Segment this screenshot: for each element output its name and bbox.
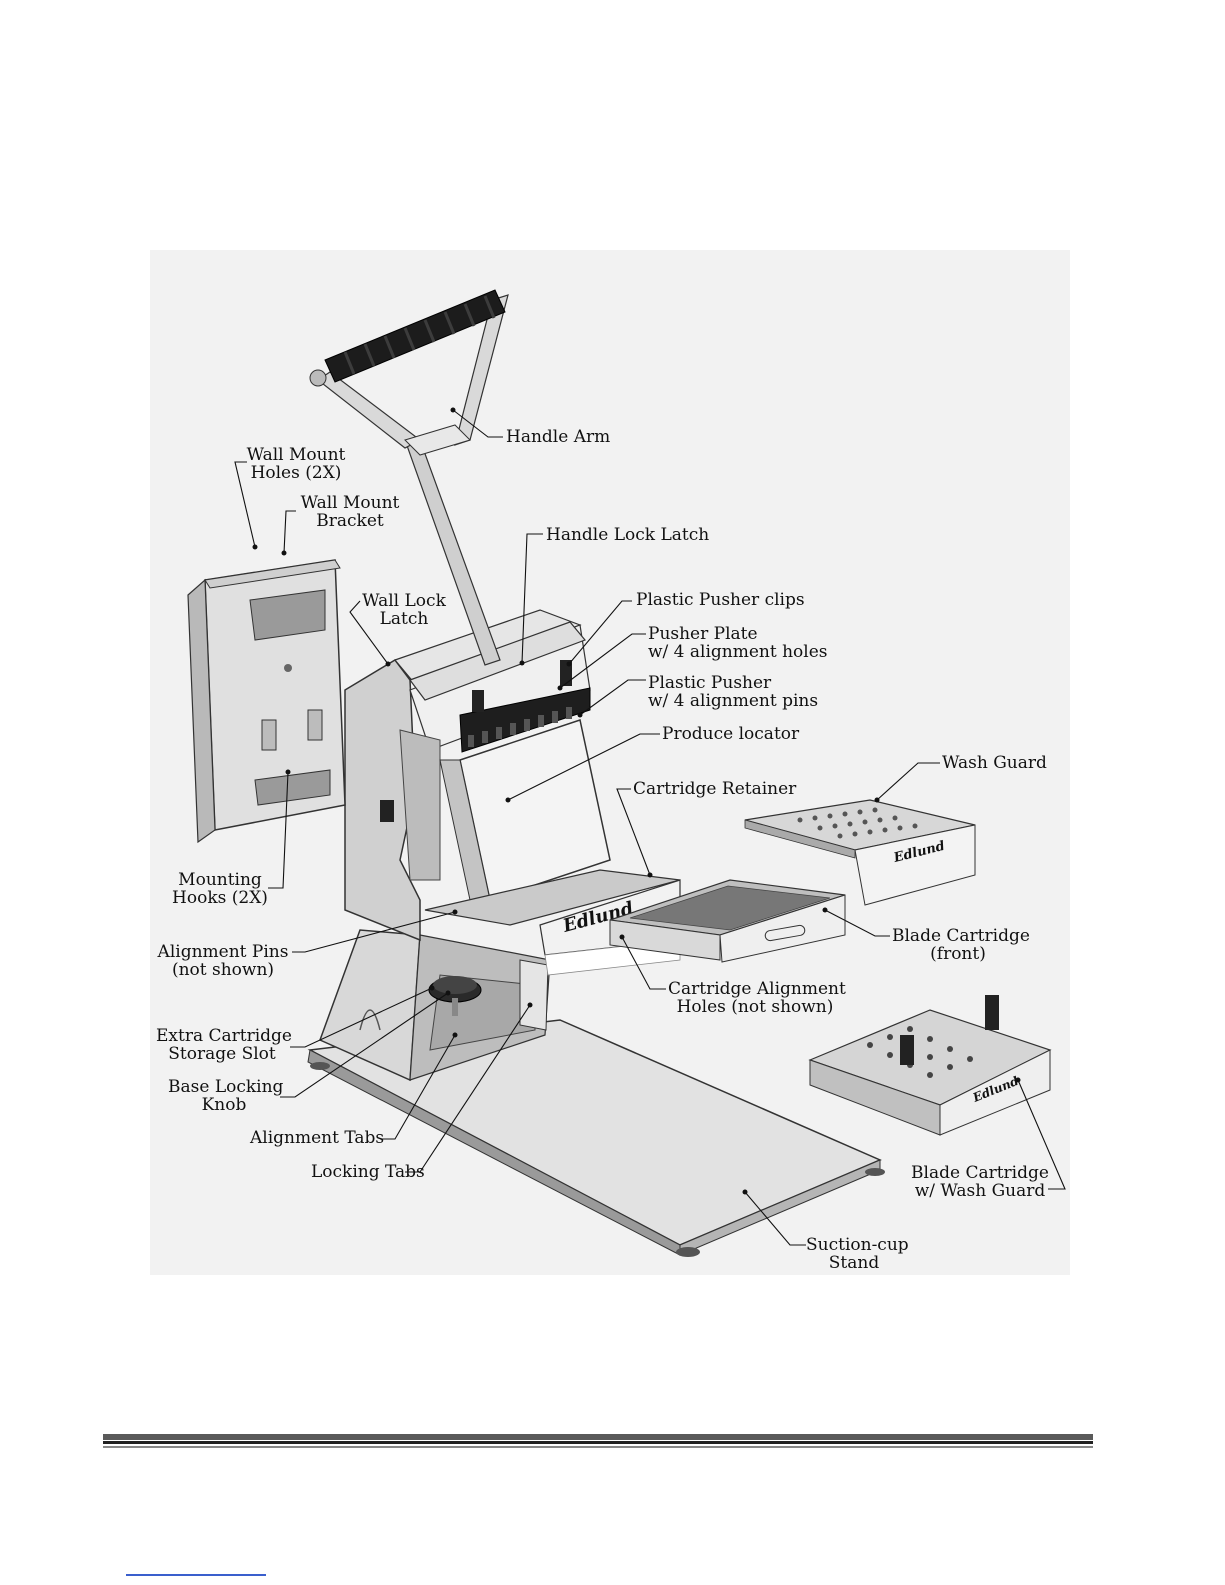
- label-blade-cartridge-front: Blade Cartridge (front): [892, 926, 1030, 964]
- label-plastic-pusher-clips: Plastic Pusher clips: [636, 590, 805, 610]
- label-wall-lock-latch: Wall Lock Latch: [362, 591, 446, 629]
- label-plastic-pusher: Plastic Pusher w/ 4 alignment pins: [648, 673, 819, 711]
- blade-cartridge-with-wash-guard: Edlund: [808, 995, 1052, 1136]
- label-alignment-pins: Alignment Pins (not shown): [157, 942, 289, 980]
- label-handle-lock-latch: Handle Lock Latch: [546, 525, 710, 545]
- leader-lines: [234, 407, 1066, 1246]
- footer-rule: [103, 1434, 1093, 1440]
- label-cartridge-alignment-holes: Cartridge Alignment Holes (not shown): [668, 979, 846, 1017]
- label-wall-mount-holes: Wall Mount Holes (2X): [246, 445, 346, 483]
- label-locking-tabs: Locking Tabs: [311, 1162, 425, 1182]
- handle-arm: [316, 294, 509, 666]
- label-blade-cartridge-wash-guard: Blade Cartridge w/ Wash Guard: [911, 1163, 1049, 1201]
- wash-guard: Edlund: [744, 799, 976, 906]
- label-wash-guard: Wash Guard: [942, 753, 1047, 773]
- label-produce-locator: Produce locator: [662, 724, 800, 744]
- footer-rule-dark: [103, 1441, 1093, 1444]
- lower-frame: [319, 929, 551, 1082]
- handle-grip: [309, 289, 506, 387]
- footer-link-underline: [126, 1574, 266, 1576]
- footer-rule-light: [103, 1446, 1093, 1448]
- label-wall-mount-bracket: Wall Mount Bracket: [300, 493, 400, 531]
- base-locking-knob: [428, 976, 482, 1016]
- label-pusher-plate: Pusher Plate w/ 4 alignment holes: [648, 624, 828, 662]
- label-handle-arm: Handle Arm: [506, 427, 611, 447]
- blade-cartridge-front: [609, 879, 846, 963]
- wall-mount-bracket: [187, 559, 346, 844]
- label-extra-cartridge-storage: Extra Cartridge Storage Slot: [156, 1026, 292, 1064]
- suction-cup-stand: [307, 1019, 885, 1257]
- label-alignment-tabs: Alignment Tabs: [250, 1128, 385, 1148]
- label-cartridge-retainer: Cartridge Retainer: [633, 779, 797, 799]
- label-suction-cup-stand: Suction-cup Stand: [806, 1235, 909, 1273]
- label-mounting-hooks: Mounting Hooks (2X): [172, 870, 268, 908]
- label-base-locking-knob: Base Locking Knob: [168, 1077, 284, 1115]
- produce-locator: [439, 719, 611, 901]
